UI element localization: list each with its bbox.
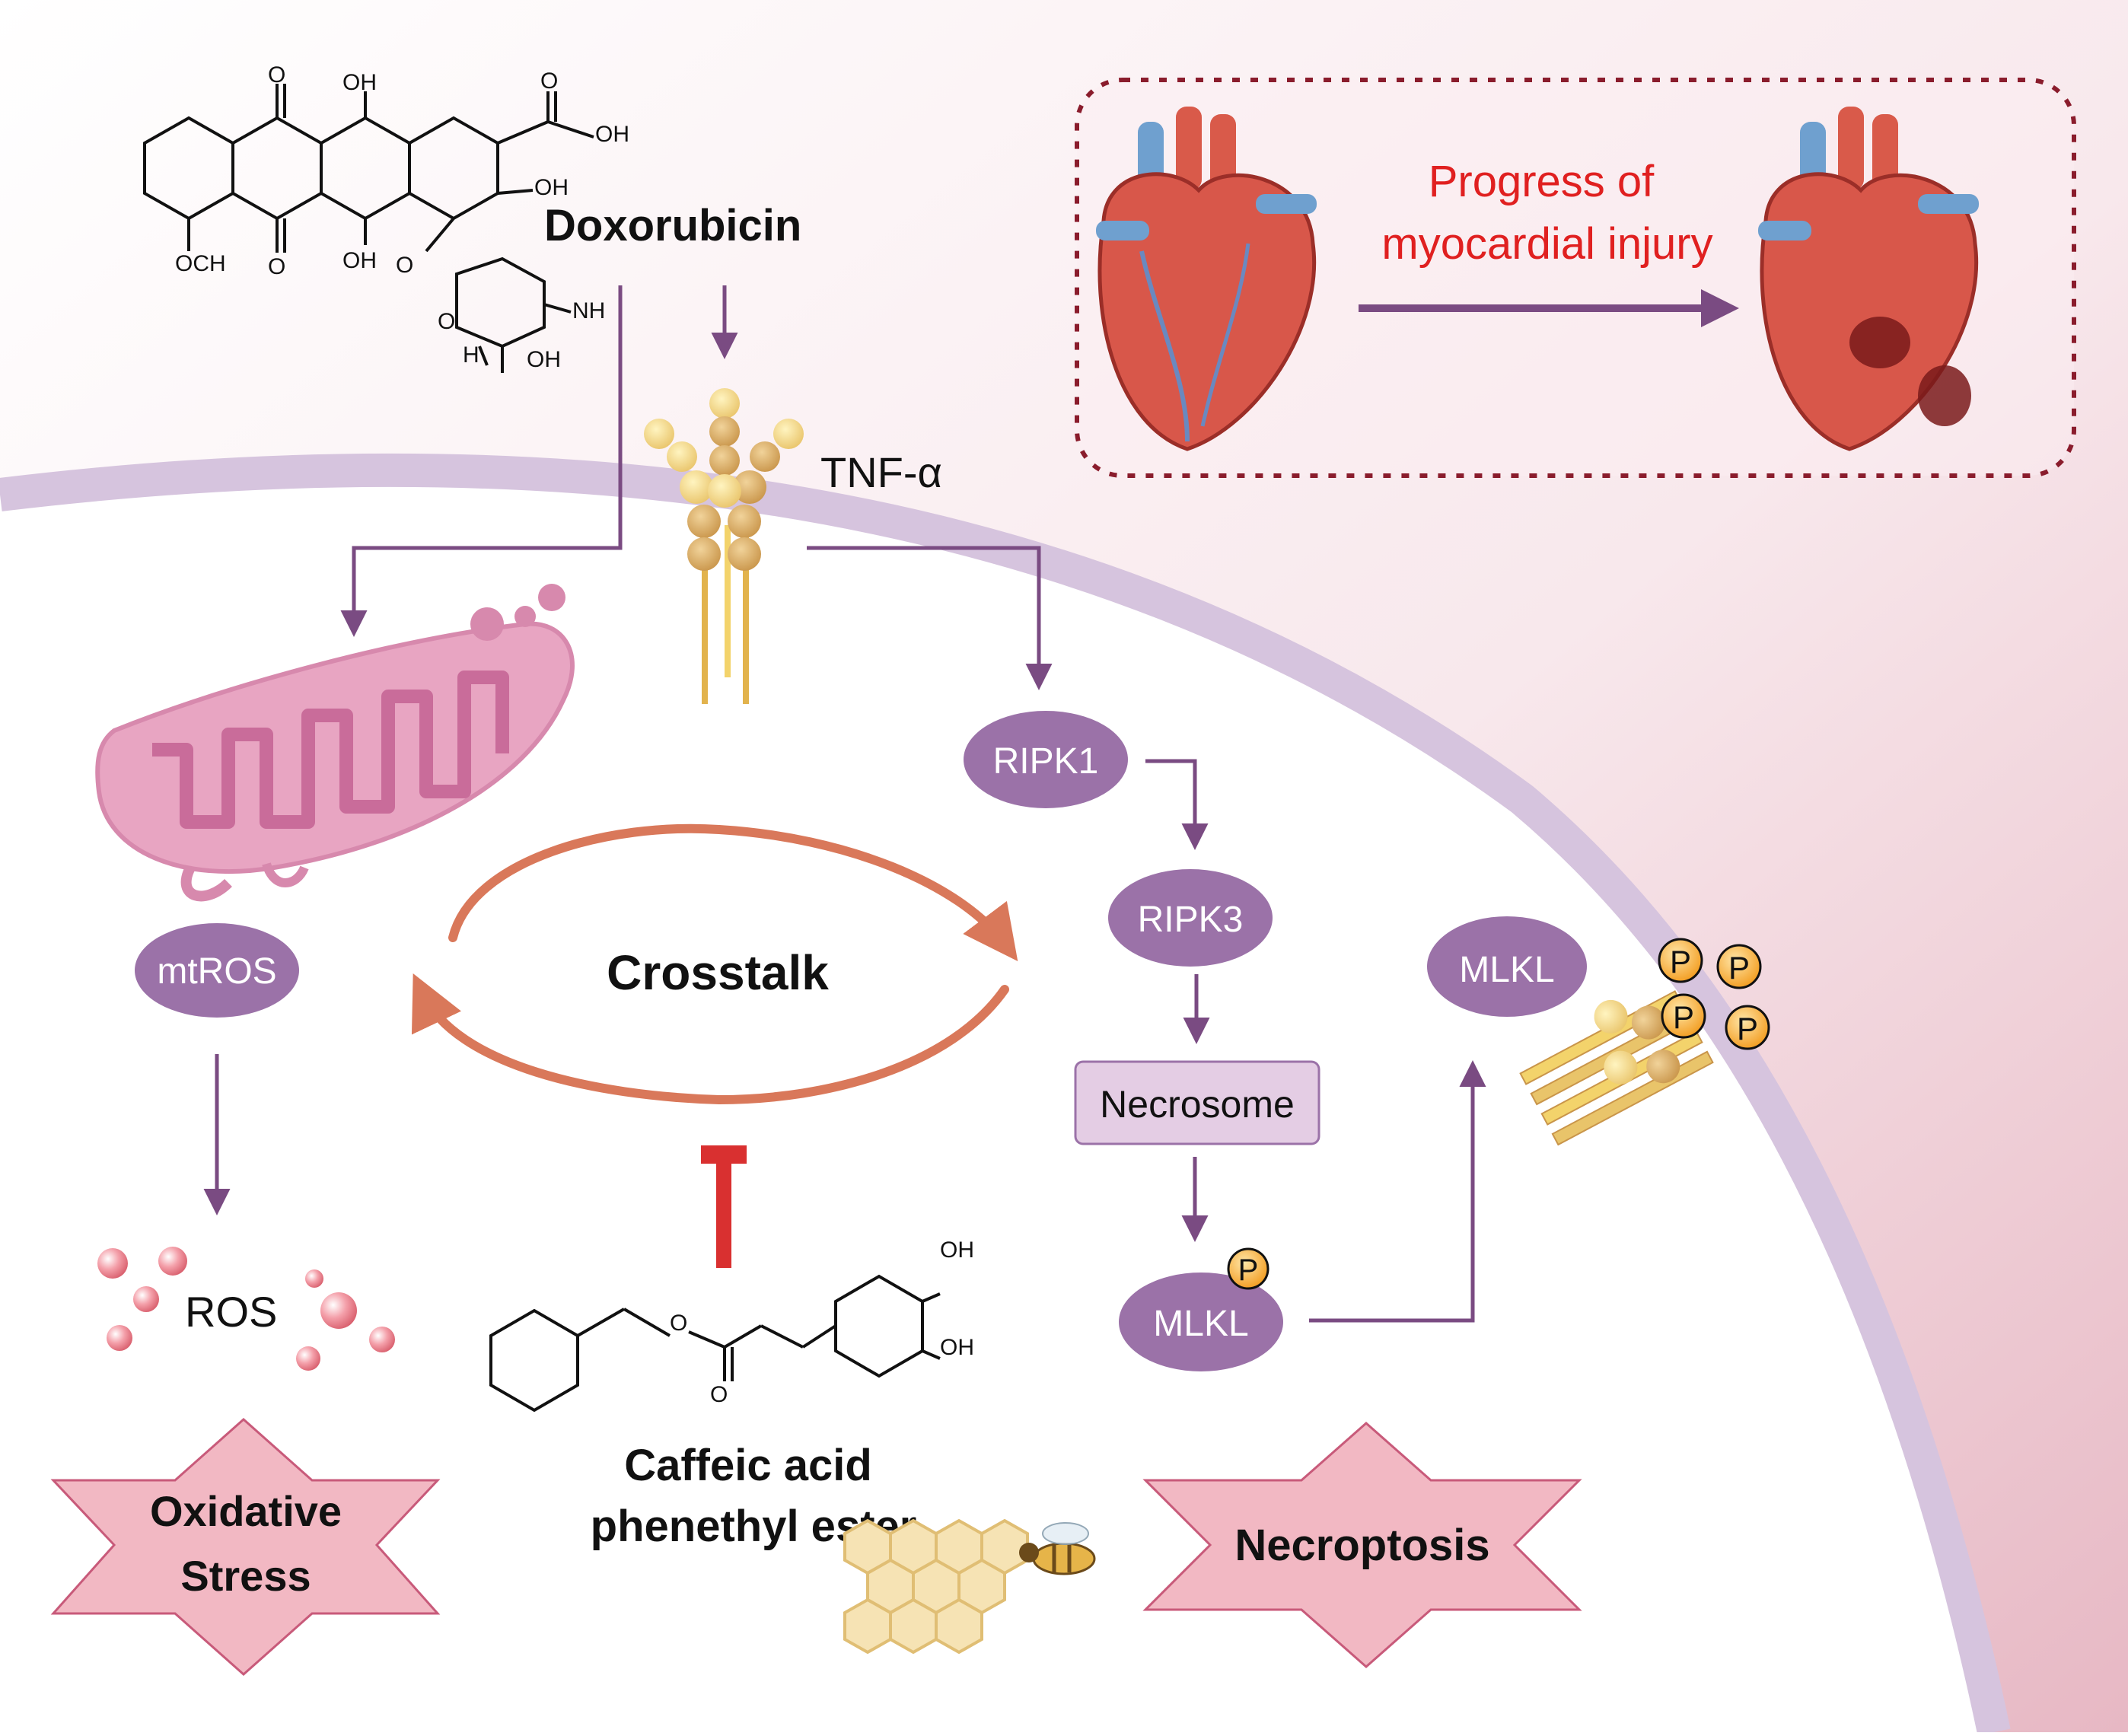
doxorubicin-structure <box>143 84 594 373</box>
svg-text:OH: OH <box>940 1237 974 1263</box>
mlkl-membrane-node <box>1427 916 1587 1017</box>
svg-text:P: P <box>1673 999 1694 1035</box>
mlkl-cytosol-phospho-badge <box>1227 1247 1269 1290</box>
cape-structure <box>489 1274 941 1413</box>
svg-text:P: P <box>1670 944 1691 979</box>
mlkl-to-membrane-arrow <box>1309 1060 1486 1323</box>
healthy-heart <box>1096 107 1317 451</box>
heart-caption-line2: myocardial injury <box>1381 219 1712 269</box>
crosstalk-label: Crosstalk <box>607 945 829 1000</box>
heart-progress-arrowhead <box>1701 289 1739 327</box>
svg-text:P: P <box>1728 950 1750 986</box>
svg-text:P: P <box>1737 1011 1758 1046</box>
drug-name: Doxorubicin <box>544 201 801 250</box>
honeycomb <box>843 1518 1029 1655</box>
inhibition-bar <box>701 1145 747 1164</box>
svg-text:O: O <box>540 68 558 94</box>
crosstalk-arrow-back <box>412 973 1009 1105</box>
mlkl-cytosol-label: MLKL <box>1153 1304 1248 1344</box>
svg-text:O: O <box>710 1382 728 1407</box>
inhibition-stem <box>716 1148 731 1268</box>
oxidative-stress-line2: Stress <box>180 1552 311 1600</box>
doxorubicin-atom-labels: O O O OH OH OH OH OCH O O NH OH H <box>175 62 629 372</box>
mtros-label: mtROS <box>157 951 276 992</box>
ros-label: ROS <box>185 1288 277 1336</box>
ripk3-label: RIPK3 <box>1138 900 1244 940</box>
mlkl-cytosol-node <box>1119 1273 1283 1371</box>
bee-icon <box>1019 1522 1096 1575</box>
cape-atom-labels: O O OH OH <box>670 1237 974 1407</box>
svg-text:OH: OH <box>940 1335 974 1360</box>
injured-heart <box>1758 107 1979 451</box>
svg-text:OH: OH <box>534 175 569 200</box>
svg-text:O: O <box>268 254 285 279</box>
mlkl-membrane-label: MLKL <box>1459 950 1554 990</box>
ros-particles <box>97 1247 395 1371</box>
necroptosis-star <box>1142 1421 1582 1669</box>
dox-to-mitochondria-arrow <box>340 285 623 637</box>
svg-text:OH: OH <box>342 248 377 273</box>
svg-text:OH: OH <box>595 122 629 147</box>
ripk1-label: RIPK1 <box>993 741 1099 782</box>
svg-text:H: H <box>463 342 479 368</box>
svg-text:OH: OH <box>527 347 561 372</box>
necroptosis-label: Necroptosis <box>1234 1521 1489 1570</box>
svg-text:OH: OH <box>342 70 377 95</box>
svg-text:OCH: OCH <box>175 251 226 276</box>
mtros-node <box>135 923 299 1018</box>
svg-text:O: O <box>670 1311 687 1336</box>
mitochondrion <box>95 584 575 902</box>
heart-caption-line1: Progress of <box>1429 157 1655 206</box>
mlkl-pore-phospho-badges: P P P P <box>1658 938 1770 1050</box>
mlkl-cytosol-phospho-label: P <box>1238 1253 1259 1287</box>
necrosome-label: Necrosome <box>1100 1083 1295 1126</box>
svg-text:NH: NH <box>572 298 605 323</box>
ripk3-node <box>1108 869 1273 967</box>
mlkl-pore-cluster <box>1519 990 1714 1146</box>
oxidative-stress-line1: Oxidative <box>150 1487 342 1535</box>
ripk1-to-ripk3-arrow <box>1145 759 1209 850</box>
ripk1-node <box>964 711 1128 808</box>
tnf-label: TNF-α <box>820 448 942 496</box>
crosstalk-arrow-forward <box>448 823 1018 962</box>
oxidative-stress-star <box>50 1417 441 1677</box>
svg-text:O: O <box>268 62 285 88</box>
cape-name-line1: Caffeic acid <box>624 1441 872 1490</box>
cell-membrane <box>0 453 2011 1736</box>
tnf-to-ripk1-arrow <box>807 546 1053 690</box>
svg-text:O: O <box>438 309 455 334</box>
necrosome-box <box>1074 1060 1320 1145</box>
tnf-receptor <box>644 388 804 704</box>
svg-text:O: O <box>396 253 413 278</box>
